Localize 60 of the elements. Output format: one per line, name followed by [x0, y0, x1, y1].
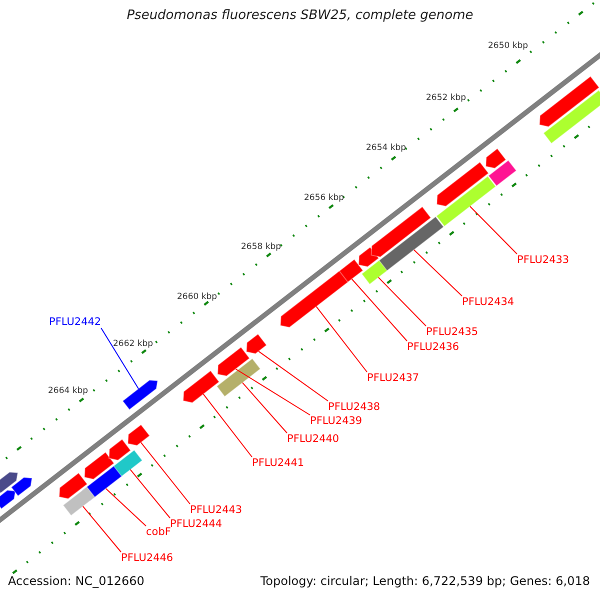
gene-block: [217, 346, 250, 377]
leader-line: [258, 350, 328, 402]
leader-line: [140, 442, 190, 504]
gene-label: PFLU2435: [426, 326, 478, 338]
gene-block: [0, 472, 18, 494]
scale-label: 2654 kbp: [366, 142, 406, 154]
gene-block: [58, 472, 88, 500]
gene-label: PFLU2441: [252, 457, 304, 469]
gene-label: PFLU2439: [310, 415, 362, 427]
gene-label: PFLU2434: [462, 296, 514, 308]
gene-block: [436, 176, 496, 227]
scale-label: 2662 kbp: [113, 338, 154, 350]
gene-block: [542, 90, 600, 144]
scale-label: 2664 kbp: [48, 385, 88, 397]
gene-block: [62, 486, 96, 516]
leader-line: [105, 488, 146, 526]
genome-summary-text: Topology: circular; Length: 6,722,539 bp; Genes: 6,018: [260, 575, 590, 587]
gene-block: [280, 270, 349, 328]
scale-label: 2660 kbp: [177, 291, 218, 303]
gene-block: [182, 370, 220, 404]
scale-label: 2652 kbp: [426, 92, 466, 104]
leader-line: [82, 506, 122, 552]
leader-line: [235, 368, 310, 416]
scale-label: 2650 kbp: [488, 40, 528, 52]
gene-label: PFLU2438: [328, 401, 380, 413]
gene-block: [246, 333, 268, 354]
leader-line: [414, 249, 462, 296]
gene-block: [436, 161, 490, 207]
gene-block: [216, 358, 261, 398]
gene-block: [370, 206, 432, 258]
gene-block: [538, 76, 600, 128]
leader-line: [351, 278, 408, 342]
accession-text: Accession: NC_012660: [8, 575, 144, 587]
gene-label: PFLU2443: [190, 504, 242, 516]
leader-line: [100, 328, 139, 390]
leader-line: [470, 206, 518, 254]
leader-line: [378, 276, 426, 326]
scale-label: 2656 kbp: [304, 192, 344, 204]
leader-line: [316, 306, 368, 372]
gene-label: PFLU2433: [517, 254, 570, 266]
gene-block: [10, 476, 33, 497]
gene-block: [84, 452, 115, 480]
gene-label: cobF: [146, 526, 171, 538]
gene-block: [485, 148, 507, 169]
gene-label: PFLU2436: [407, 341, 460, 353]
gene-label: PFLU2440: [287, 433, 340, 445]
gene-block: [127, 424, 150, 446]
leader-line: [242, 382, 288, 434]
gene-label: PFLU2444: [170, 518, 222, 530]
gene-block: [488, 160, 517, 187]
gene-label: PFLU2442: [49, 316, 102, 328]
gene-label: PFLU2437: [367, 372, 420, 384]
gene-block: [122, 380, 158, 410]
scale-label: 2658 kbp: [241, 241, 282, 253]
leader-line: [202, 394, 252, 458]
diagram-title: Pseudomonas fluorescens SBW25, complete genome: [126, 10, 474, 22]
gene-block: [361, 260, 388, 285]
gene-label: PFLU2446: [121, 552, 174, 564]
gene-block: [108, 438, 132, 461]
gene-block: [0, 490, 16, 510]
